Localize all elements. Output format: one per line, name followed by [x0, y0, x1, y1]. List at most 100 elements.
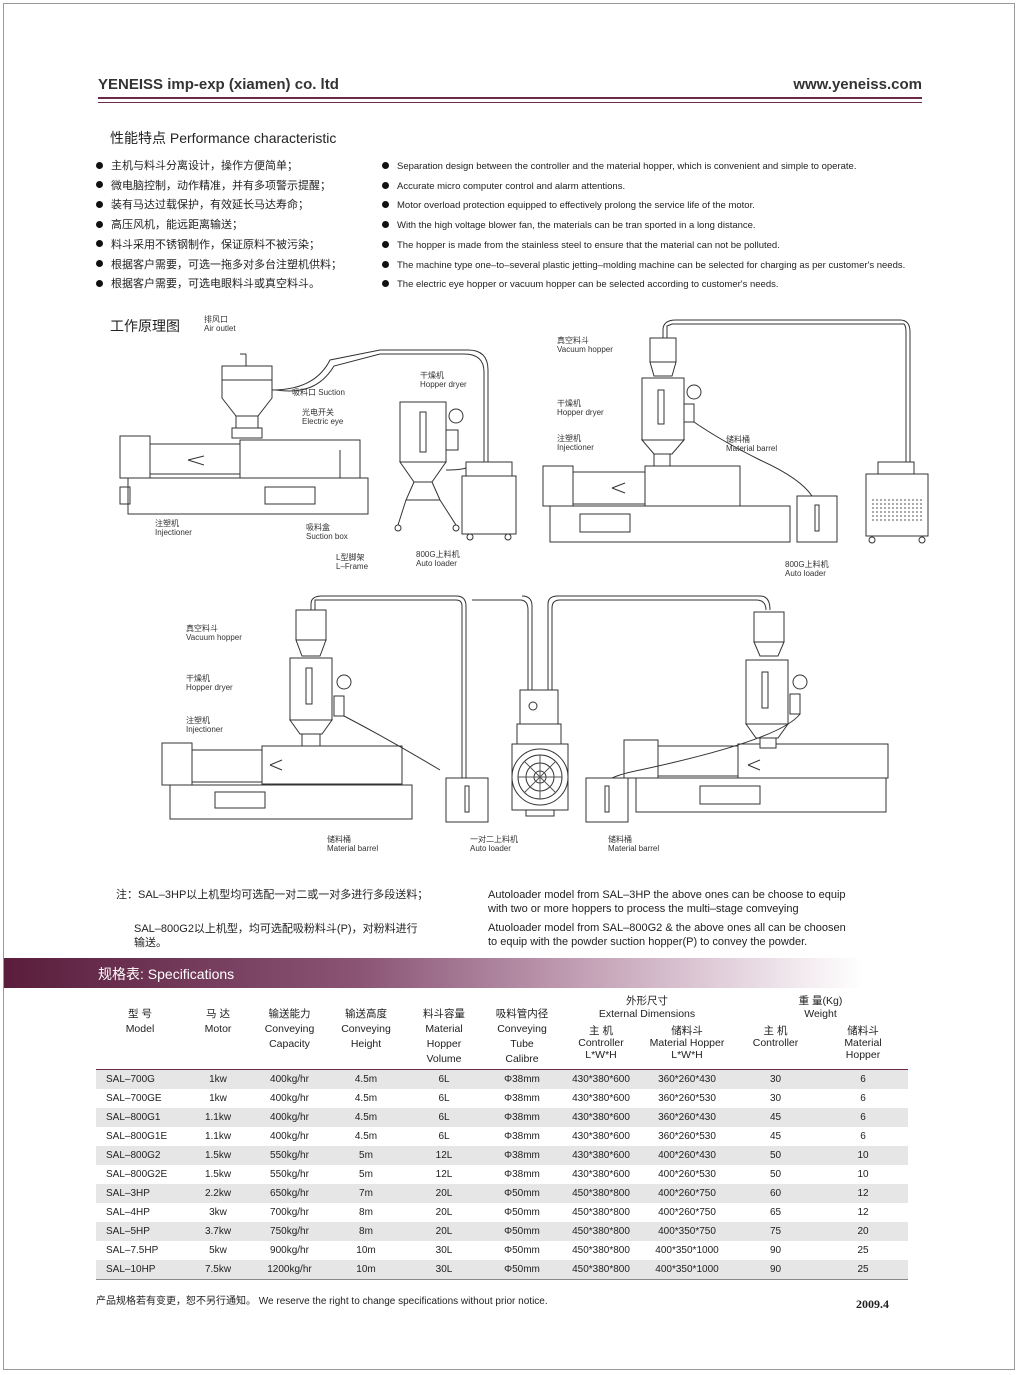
bullet-icon: [382, 221, 389, 229]
table-cell: SAL–800G2: [96, 1146, 184, 1165]
bullet-icon: [96, 260, 103, 268]
header-rule-thin: [98, 102, 922, 103]
table-cell: Φ50mm: [483, 1184, 561, 1203]
table-cell: 550kg/hr: [270, 1169, 309, 1180]
table-cell: 6: [818, 1069, 908, 1089]
performance-title: 性能特点 Performance characteristic: [110, 130, 337, 146]
table-cell: 4.5m: [327, 1108, 405, 1127]
injection-machine-3: [161, 742, 413, 820]
table-cell: SAL–800G1E: [106, 1131, 168, 1142]
table-cell: 20: [818, 1222, 908, 1241]
table-cell: 400kg/hr: [270, 1093, 309, 1104]
table-cell: 450*380*800: [572, 1207, 630, 1218]
website-link[interactable]: www.yeneiss.com: [793, 76, 922, 93]
hopper-1: [221, 349, 489, 468]
company-name: YENEISS imp-exp (xiamen) co. ltd: [98, 76, 339, 93]
table-cell: 4.5m: [354, 1131, 378, 1142]
table-cell: 6L: [405, 1108, 483, 1127]
feature-cn-item: 根据客户需要，可选电眼料斗或真空料斗。: [96, 275, 342, 295]
table-cell: 360*260*430: [641, 1069, 733, 1089]
material-barrel-1: [796, 495, 838, 543]
table-cell: 430*380*600: [572, 1169, 630, 1180]
note-en-1: Autoloader model from SAL–3HP the above …: [488, 889, 846, 915]
note-cn-1: 注：SAL–3HP以上机型均可选配一对二或一对多进行多段送料；: [116, 889, 429, 901]
table-cell: SAL–800G2E: [106, 1169, 168, 1180]
injection-machine-4: [623, 739, 889, 813]
table-cell: 550kg/hr: [252, 1146, 327, 1165]
page-frame: [3, 3, 1015, 1370]
feature-en-item: The machine type one–to–several plastic …: [382, 256, 905, 276]
table-cell: 12L: [435, 1169, 453, 1180]
table-cell: 6L: [438, 1093, 450, 1104]
table-cell: 10: [818, 1146, 908, 1165]
table-cell: SAL–3HP: [96, 1184, 184, 1203]
table-cell: 400*260*750: [641, 1184, 733, 1203]
table-cell: 400kg/hr: [252, 1069, 327, 1089]
table-cell: Φ38mm: [504, 1131, 540, 1142]
feature-en-item: The hopper is made from the stainless st…: [382, 236, 905, 256]
table-cell: 30: [769, 1093, 782, 1104]
auto-loader-1: [445, 461, 517, 541]
table-cell: 2.2kw: [184, 1184, 252, 1203]
feature-en-item: Motor overload protection equipped to ef…: [382, 196, 905, 216]
table-cell: Φ38mm: [483, 1069, 561, 1089]
features-en: Separation design between the controller…: [382, 157, 905, 295]
table-cell: 45: [769, 1131, 782, 1142]
table-cell: Φ38mm: [483, 1108, 561, 1127]
table-cell: 10m: [327, 1260, 405, 1280]
feature-cn-item: 根据客户需要，可选一拖多对多台注塑机供料；: [96, 256, 342, 276]
table-cell: 3.7kw: [184, 1222, 252, 1241]
table-cell: 3kw: [209, 1207, 227, 1218]
table-cell: 400*350*1000: [655, 1245, 719, 1256]
specifications-title: 规格表: Specifications: [98, 966, 235, 982]
table-cell: 1.5kw: [184, 1146, 252, 1165]
table-cell: 8m: [327, 1222, 405, 1241]
feature-en-item: Separation design between the controller…: [382, 157, 905, 177]
feature-en-item: The electric eye hopper or vacuum hopper…: [382, 275, 905, 295]
table-cell: 8m: [359, 1207, 373, 1218]
specifications-band: 规格表: Specifications: [4, 958, 1014, 988]
table-cell: 75: [733, 1222, 818, 1241]
table-cell: 450*380*800: [561, 1184, 641, 1203]
table-cell: 430*380*600: [561, 1069, 641, 1089]
note-en-2: Atuoloader model from SAL–800G2 & the ab…: [488, 922, 846, 948]
table-cell: 6L: [405, 1069, 483, 1089]
feature-cn-item: 微电脑控制，动作精准，并有多项警示提醒；: [96, 177, 342, 197]
table-cell: 7.5kw: [184, 1260, 252, 1280]
table-cell: 6: [860, 1093, 866, 1104]
table-cell: 1200kg/hr: [252, 1260, 327, 1280]
table-cell: 360*260*430: [641, 1108, 733, 1127]
auto-loader-3: [472, 595, 771, 817]
hopper-dryer-1: [394, 401, 464, 532]
table-cell: Φ38mm: [483, 1146, 561, 1165]
table-cell: SAL–7.5HP: [106, 1245, 159, 1256]
material-barrel-2: [445, 777, 489, 823]
feature-cn-item: 料斗采用不锈钢制作，保证原料不被污染；: [96, 236, 342, 256]
table-cell: SAL–10HP: [96, 1260, 184, 1280]
table-cell: 650kg/hr: [252, 1184, 327, 1203]
